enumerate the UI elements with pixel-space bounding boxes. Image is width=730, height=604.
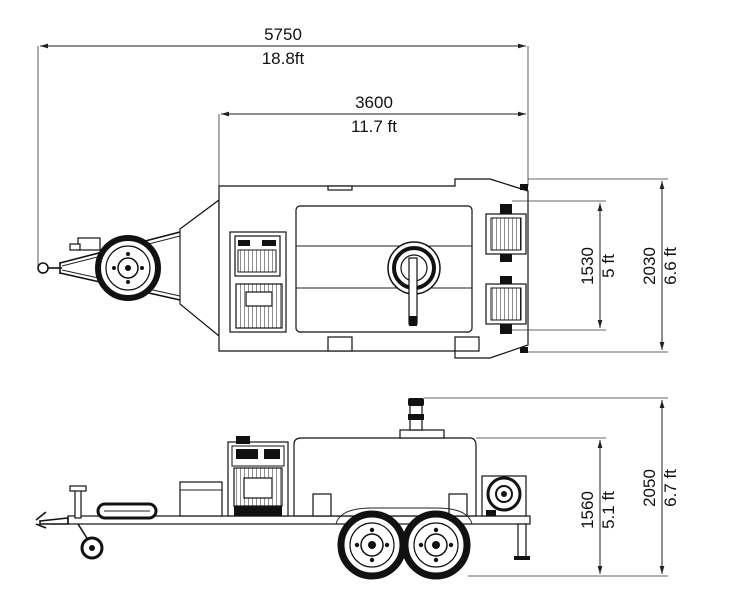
tank-height-ft: 5.1 ft: [599, 491, 618, 529]
dimension-overall-width: 2030 6.6 ft: [528, 178, 680, 353]
rear-stand: [514, 523, 530, 560]
hose-reel-top-2: [485, 276, 527, 334]
dimension-tank-height: 1560 5.1 ft: [468, 437, 618, 577]
reel-width-ft: 5 ft: [599, 254, 618, 278]
engine-side: [227, 436, 289, 517]
body-length-mm: 3600: [355, 93, 393, 112]
top-view: [37, 178, 529, 359]
spare-wheel-side: [96, 502, 158, 520]
water-tank-top: [295, 205, 473, 333]
hose-reel-side: [481, 475, 527, 517]
side-view: [35, 398, 531, 580]
gooseneck-pipe: [408, 398, 424, 431]
jockey-wheel-top: [69, 237, 101, 251]
jockey-wheel-side: [69, 485, 104, 560]
overall-width-ft: 6.6 ft: [661, 247, 680, 285]
overall-width-mm: 2030: [640, 247, 659, 285]
overall-height-ft: 6.7 ft: [661, 469, 680, 507]
overall-length-mm: 5750: [264, 25, 302, 44]
axle-wheel-rear: [401, 510, 471, 580]
body-length-ft: 11.7 ft: [351, 117, 397, 136]
hose-reel-top-1: [485, 204, 527, 262]
dimension-body-length: 3600 11.7 ft: [218, 93, 526, 186]
axle-wheel-front: [337, 510, 407, 580]
engine-top: [229, 231, 287, 333]
spare-wheel-top: [95, 235, 161, 301]
dimension-overall-height: 2050 6.7 ft: [424, 397, 680, 577]
tank-height-mm: 1560: [578, 491, 597, 529]
overall-height-mm: 2050: [640, 469, 659, 507]
reel-width-mm: 1530: [578, 247, 597, 285]
overall-length-ft: 18.8ft: [262, 49, 305, 68]
dimension-reel-width: 1530 5 ft: [512, 200, 618, 331]
dimension-overall-length: 5750 18.8ft: [37, 25, 529, 268]
water-tank-side: [293, 429, 477, 517]
hitch: [37, 262, 62, 274]
